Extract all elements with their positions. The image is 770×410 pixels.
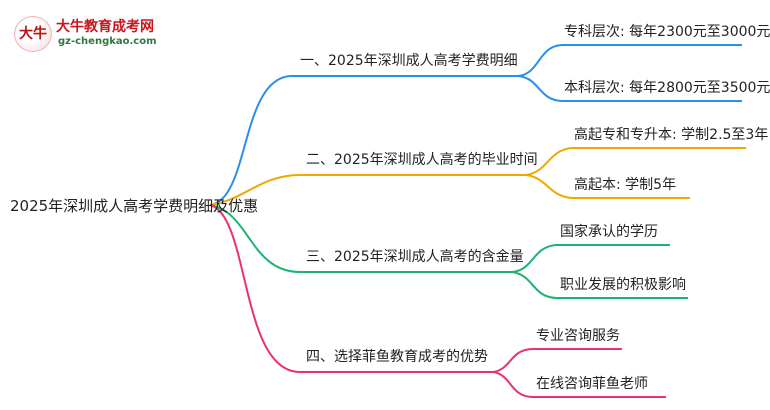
connector-branch-1-leaf-2	[517, 75, 742, 102]
connector-branch-3-leaf-1	[511, 244, 670, 273]
connector-branch-3-leaf-2	[511, 271, 688, 299]
branch-1-leaf-1: 专科层次: 每年2300元至3000元	[564, 24, 770, 40]
branch-2-leaf-2: 高起本: 学制5年	[574, 177, 677, 193]
branch-4-leaf-1: 专业咨询服务	[536, 328, 620, 344]
branch-3-leaf-1: 国家承认的学历	[560, 224, 658, 240]
branch-3-leaf-2: 职业发展的积极影响	[560, 277, 686, 293]
connector-root-branch-2	[209, 174, 301, 206]
branch-2-leaf-1: 高起专和专升本: 学制2.5至3年	[574, 127, 769, 143]
branch-2-label: 二、2025年深圳成人高考的毕业时间	[306, 152, 538, 168]
logo-site-url: gz-chengkao.com	[58, 36, 157, 47]
logo-mascot-icon: 大牛	[14, 16, 52, 52]
connector-root-branch-4	[209, 204, 301, 373]
branch-4-label: 四、选择菲鱼教育成考的优势	[306, 349, 488, 365]
branch-3-label: 三、2025年深圳成人高考的含金量	[306, 249, 524, 265]
connector-branch-1-leaf-1	[517, 44, 742, 77]
connector-branch-2-leaf-2	[525, 174, 690, 199]
connector-root-branch-3	[209, 204, 301, 273]
mind-map-root: 2025年深圳成人高考学费明细及优惠	[10, 197, 259, 215]
connector-branch-2-leaf-1	[525, 147, 746, 176]
mind-map-connectors	[209, 44, 746, 398]
logo-site-name: 大牛教育成考网	[56, 19, 154, 35]
connector-branch-4-leaf-1	[493, 348, 622, 373]
connector-branch-4-leaf-2	[493, 371, 666, 398]
branch-4-leaf-2: 在线咨询菲鱼老师	[536, 376, 648, 392]
site-logo[interactable]: 大牛 大牛教育成考网 gz-chengkao.com	[6, 14, 176, 54]
branch-1-leaf-2: 本科层次: 每年2800元至3500元	[564, 80, 770, 96]
connector-root-branch-1	[209, 75, 291, 206]
branch-1-label: 一、2025年深圳成人高考学费明细	[300, 53, 518, 69]
